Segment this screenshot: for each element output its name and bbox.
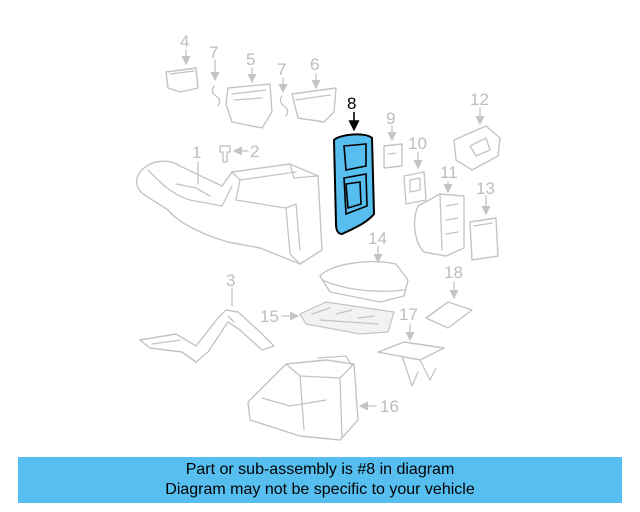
info-banner: Part or sub-assembly is #8 in diagram Di… xyxy=(18,457,622,503)
part-1-console-body: 1 xyxy=(135,143,323,265)
callout-4: 4 xyxy=(180,32,189,51)
part-16-console-base: 16 xyxy=(247,355,399,441)
callout-7-left: 7 xyxy=(209,43,218,62)
callout-18: 18 xyxy=(444,263,463,282)
part-7-clip-left: 7 xyxy=(209,43,221,107)
callout-9: 9 xyxy=(386,109,395,128)
banner-line-1: Part or sub-assembly is #8 in diagram xyxy=(185,461,455,478)
callout-16: 16 xyxy=(380,397,399,416)
callout-6: 6 xyxy=(310,55,319,74)
part-10-switch-panel: 10 xyxy=(403,134,427,205)
callout-3: 3 xyxy=(226,271,235,290)
part-6-tray: 6 xyxy=(291,55,337,123)
part-5-storage-bin: 5 xyxy=(225,50,273,129)
callout-8: 8 xyxy=(347,94,356,113)
callout-17: 17 xyxy=(399,305,418,324)
callout-10: 10 xyxy=(408,134,427,153)
callout-1: 1 xyxy=(192,143,201,162)
callout-12: 12 xyxy=(470,90,489,109)
part-4-cup-holder: 4 xyxy=(165,32,199,93)
part-11-bracket: 11 xyxy=(413,163,465,257)
part-15-insert-mat: 15 xyxy=(260,301,395,335)
part-14-armrest-lid: 14 xyxy=(319,229,409,303)
part-18-pad: 18 xyxy=(425,263,473,329)
callout-5: 5 xyxy=(246,50,255,69)
banner-line-2: Diagram may not be specific to your vehi… xyxy=(165,481,475,498)
part-2-screw: 2 xyxy=(219,142,259,163)
part-7-clip-right: 7 xyxy=(277,60,289,117)
part-3-support-frame: 3 xyxy=(139,271,275,363)
part-13-pad: 13 xyxy=(469,179,499,261)
callout-15: 15 xyxy=(260,307,279,326)
part-8-side-panel: 8 xyxy=(333,94,375,235)
parts-diagram: 4 7 5 7 6 1 2 xyxy=(135,32,501,441)
callout-13: 13 xyxy=(476,179,495,198)
part-12-shifter-trim: 12 xyxy=(453,90,501,171)
callout-2: 2 xyxy=(250,142,259,161)
part-17-bracket: 17 xyxy=(377,305,445,387)
part-9-plate: 9 xyxy=(383,109,403,169)
callout-14: 14 xyxy=(368,229,387,248)
callout-7-right: 7 xyxy=(277,60,286,79)
callout-11: 11 xyxy=(440,163,458,182)
